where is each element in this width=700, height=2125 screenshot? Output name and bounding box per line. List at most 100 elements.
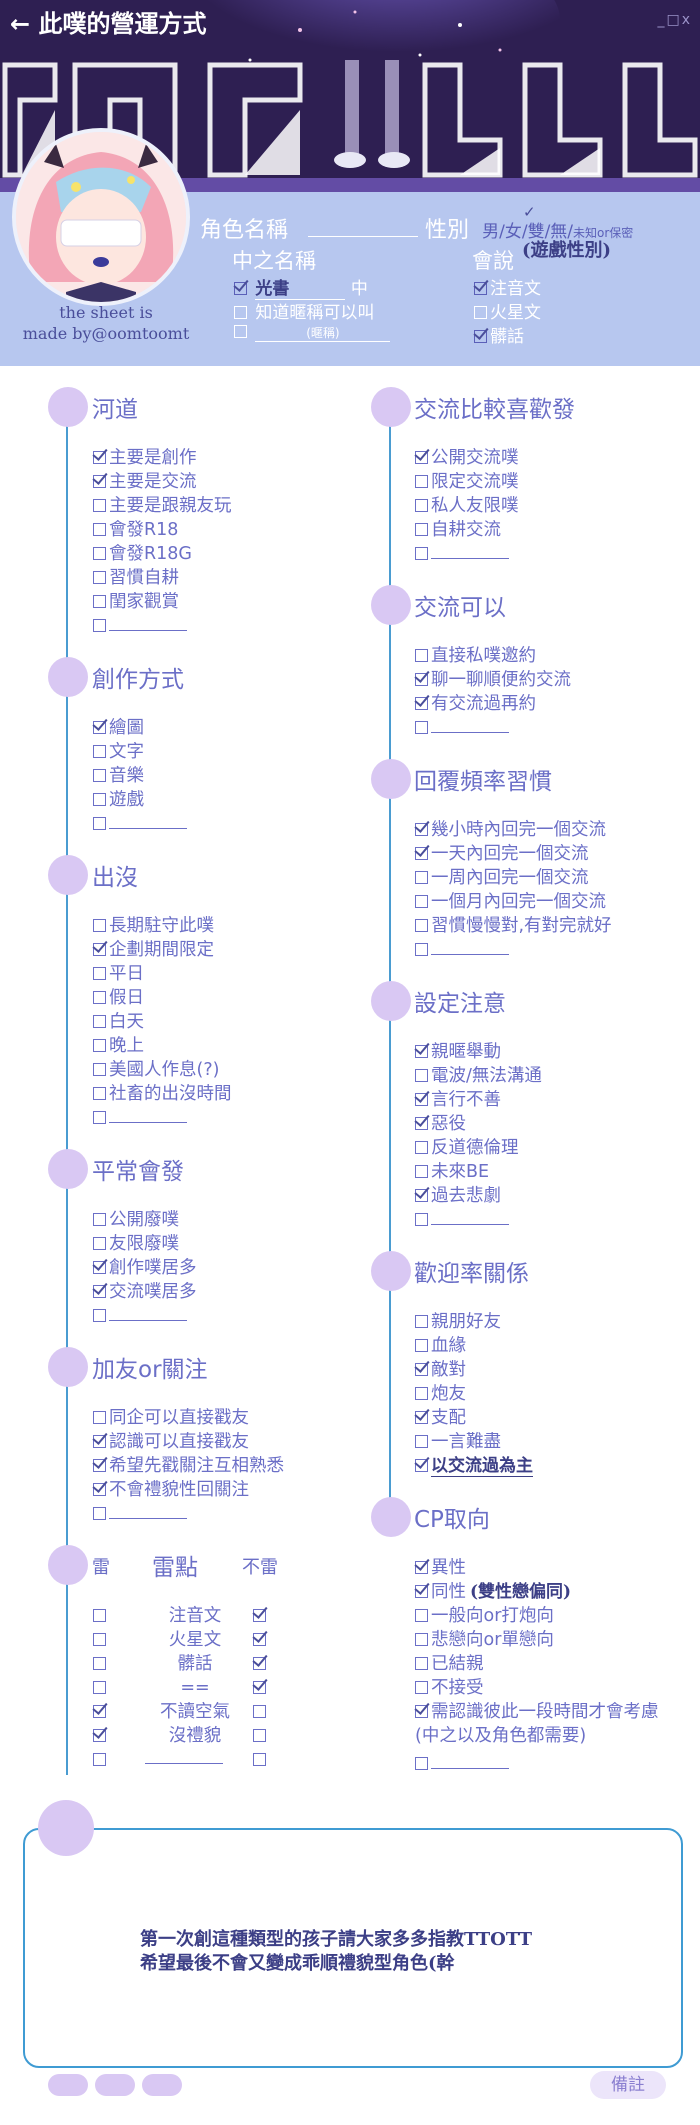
- opt-sheding-1[interactable]: 電波/無法溝通: [415, 1066, 542, 1086]
- checkbox-icon[interactable]: [415, 1757, 428, 1770]
- opt-huifu-blank[interactable]: [415, 940, 509, 960]
- checkbox-icon[interactable]: [234, 282, 247, 295]
- opt-jiayou-blank[interactable]: [93, 1504, 187, 1524]
- checkbox-icon[interactable]: [93, 547, 106, 560]
- opt-huifu-2[interactable]: 一周內回完一個交流: [415, 868, 589, 888]
- checkbox-icon[interactable]: [415, 895, 428, 908]
- checkbox-icon[interactable]: [415, 673, 428, 686]
- remark-button[interactable]: 備註: [590, 2071, 666, 2099]
- blank-field[interactable]: [109, 1307, 187, 1321]
- checkbox-icon[interactable]: [415, 1411, 428, 1424]
- opt-cp-5[interactable]: 不接受: [415, 1678, 484, 1698]
- opt-jiaoliu-keyi-2[interactable]: 有交流過再約: [415, 694, 536, 714]
- checkbox-icon[interactable]: [253, 1657, 266, 1670]
- blank-field[interactable]: [109, 1109, 187, 1123]
- opt-huanying-6[interactable]: 以交流過為主: [415, 1456, 533, 1477]
- checkbox-icon[interactable]: [93, 721, 106, 734]
- opt-chuangzuo-blank[interactable]: [93, 814, 187, 834]
- opt-chumo-blank[interactable]: [93, 1108, 187, 1128]
- checkbox-icon[interactable]: [474, 282, 487, 295]
- checkbox-icon[interactable]: [93, 1237, 106, 1250]
- opt-huifu-4[interactable]: 習慣慢慢對,有對完就好: [415, 916, 612, 936]
- opt-chuangzuo-3[interactable]: 遊戲: [93, 790, 144, 810]
- checkbox-icon[interactable]: [415, 475, 428, 488]
- blank-field[interactable]: [109, 617, 187, 631]
- opt-chumo-1[interactable]: 企劃期間限定: [93, 940, 214, 960]
- opt-hedao-3[interactable]: 會發R18: [93, 520, 178, 540]
- checkbox-icon[interactable]: [253, 1753, 266, 1766]
- checkbox-icon[interactable]: [415, 1681, 428, 1694]
- opt-chumo-3[interactable]: 假日: [93, 988, 144, 1008]
- opt-pingchang-1[interactable]: 友限廢噗: [93, 1234, 179, 1254]
- gender-unknown[interactable]: 未知or保密: [573, 226, 634, 240]
- checkbox-icon[interactable]: [93, 943, 106, 956]
- opt-hedao-5[interactable]: 習慣自耕: [93, 568, 179, 588]
- checkbox-icon[interactable]: [415, 1213, 428, 1226]
- checkbox-icon[interactable]: [93, 499, 106, 512]
- opt-hedao-2[interactable]: 主要是跟親友玩: [93, 496, 232, 516]
- checkbox-icon[interactable]: [253, 1633, 266, 1646]
- opt-pingchang-2[interactable]: 創作噗居多: [93, 1258, 197, 1278]
- checkbox-icon[interactable]: [93, 451, 106, 464]
- checkbox-icon[interactable]: [93, 769, 106, 782]
- tab-pill-2[interactable]: [95, 2074, 135, 2096]
- opt-chuangzuo-0[interactable]: 繪圖: [93, 718, 144, 738]
- checkbox-icon[interactable]: [415, 499, 428, 512]
- opt-sheding-3[interactable]: 惡役: [415, 1114, 466, 1134]
- opt-chumo-6[interactable]: 美國人作息(?): [93, 1060, 219, 1080]
- checkbox-icon[interactable]: [415, 547, 428, 560]
- tab-pill-1[interactable]: [48, 2074, 88, 2096]
- checkbox-icon[interactable]: [415, 1459, 428, 1472]
- opt-cp-1[interactable]: 同性(雙性戀偏同): [415, 1582, 571, 1602]
- checkbox-icon[interactable]: [93, 1261, 106, 1274]
- opt-hedao-1[interactable]: 主要是交流: [93, 472, 197, 492]
- opt-sheding-2[interactable]: 言行不善: [415, 1090, 501, 1110]
- checkbox-icon[interactable]: [415, 847, 428, 860]
- opt-jiaoliu-keyi-0[interactable]: 直接私噗邀約: [415, 646, 536, 666]
- checkbox-icon[interactable]: [93, 1483, 106, 1496]
- opt-huanying-1[interactable]: 血緣: [415, 1336, 466, 1356]
- blank-field[interactable]: [431, 941, 509, 955]
- checkbox-icon[interactable]: [93, 1213, 106, 1226]
- opt-hedao-0[interactable]: 主要是創作: [93, 448, 197, 468]
- lang-opt-huoxing[interactable]: 火星文: [474, 298, 541, 323]
- tab-pill-3[interactable]: [142, 2074, 182, 2096]
- opt-sheding-0[interactable]: 親暱舉動: [415, 1042, 501, 1062]
- checkbox-icon[interactable]: [93, 1753, 106, 1766]
- checkbox-icon[interactable]: [93, 817, 106, 830]
- checkbox-icon[interactable]: [253, 1609, 266, 1622]
- opt-hedao-blank[interactable]: [93, 616, 187, 636]
- checkbox-icon[interactable]: [415, 1387, 428, 1400]
- checkbox-icon[interactable]: [93, 1435, 106, 1448]
- lang-opt-zanghua[interactable]: 髒話: [474, 322, 524, 347]
- opt-jiayou-1[interactable]: 認識可以直接戳友: [93, 1432, 249, 1452]
- checkbox-icon[interactable]: [253, 1705, 266, 1718]
- checkbox-icon[interactable]: [93, 1507, 106, 1520]
- checkbox-icon[interactable]: [93, 1633, 106, 1646]
- opt-cp-6[interactable]: 需認識彼此一段時間才會考慮: [415, 1702, 659, 1722]
- char-name-field[interactable]: [308, 236, 418, 237]
- opt-sheding-5[interactable]: 未來BE: [415, 1162, 489, 1182]
- checkbox-icon[interactable]: [415, 1189, 428, 1202]
- checkbox-icon[interactable]: [474, 306, 487, 319]
- gender-options[interactable]: 男/女/雙/無/: [482, 222, 574, 242]
- opt-jiaoliu-fa-2[interactable]: 私人友限噗: [415, 496, 519, 516]
- opt-jiaoliu-keyi-1[interactable]: 聊一聊順便約交流: [415, 670, 571, 690]
- checkbox-icon[interactable]: [415, 721, 428, 734]
- checkbox-icon[interactable]: [253, 1729, 266, 1742]
- checkbox-icon[interactable]: [93, 1087, 106, 1100]
- checkbox-icon[interactable]: [415, 1585, 428, 1598]
- opt-cp-0[interactable]: 異性: [415, 1558, 466, 1578]
- blank-field[interactable]: [145, 1750, 223, 1764]
- checkbox-icon[interactable]: [93, 1063, 106, 1076]
- checkbox-icon[interactable]: [415, 1165, 428, 1178]
- opt-cp-4[interactable]: 已結親: [415, 1654, 484, 1674]
- checkbox-icon[interactable]: [415, 1315, 428, 1328]
- checkbox-icon[interactable]: [93, 1111, 106, 1124]
- opt-jiaoliu-fa-1[interactable]: 限定交流噗: [415, 472, 519, 492]
- arrow-left-icon[interactable]: ←: [10, 10, 31, 38]
- checkbox-icon[interactable]: [415, 1045, 428, 1058]
- opt-sheding-6[interactable]: 過去悲劇: [415, 1186, 501, 1206]
- opt-huifu-3[interactable]: 一個月內回完一個交流: [415, 892, 606, 912]
- opt-huanying-4[interactable]: 支配: [415, 1408, 466, 1428]
